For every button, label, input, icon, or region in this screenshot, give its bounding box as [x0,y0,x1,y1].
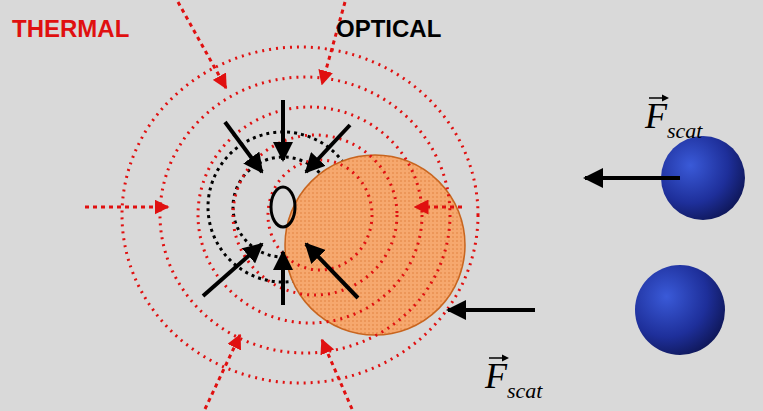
thermal-arrows [85,2,462,409]
force-subscript: scat [667,118,702,143]
force-symbol: F [485,356,507,396]
force-arrow [448,308,535,312]
force-symbol: F [645,96,667,136]
heated-particle [285,155,465,335]
trap-center [271,187,295,227]
force-arrow [585,176,680,180]
optical-arrows [203,100,358,305]
thermal-contours [122,47,478,383]
force-label: Fscat [645,95,702,137]
force-label: Fscat [485,355,542,397]
region-heading: OPTICAL [336,15,441,43]
region-heading: THERMAL [12,15,129,43]
scattering-particle [635,265,725,355]
force-subscript: scat [507,378,542,403]
